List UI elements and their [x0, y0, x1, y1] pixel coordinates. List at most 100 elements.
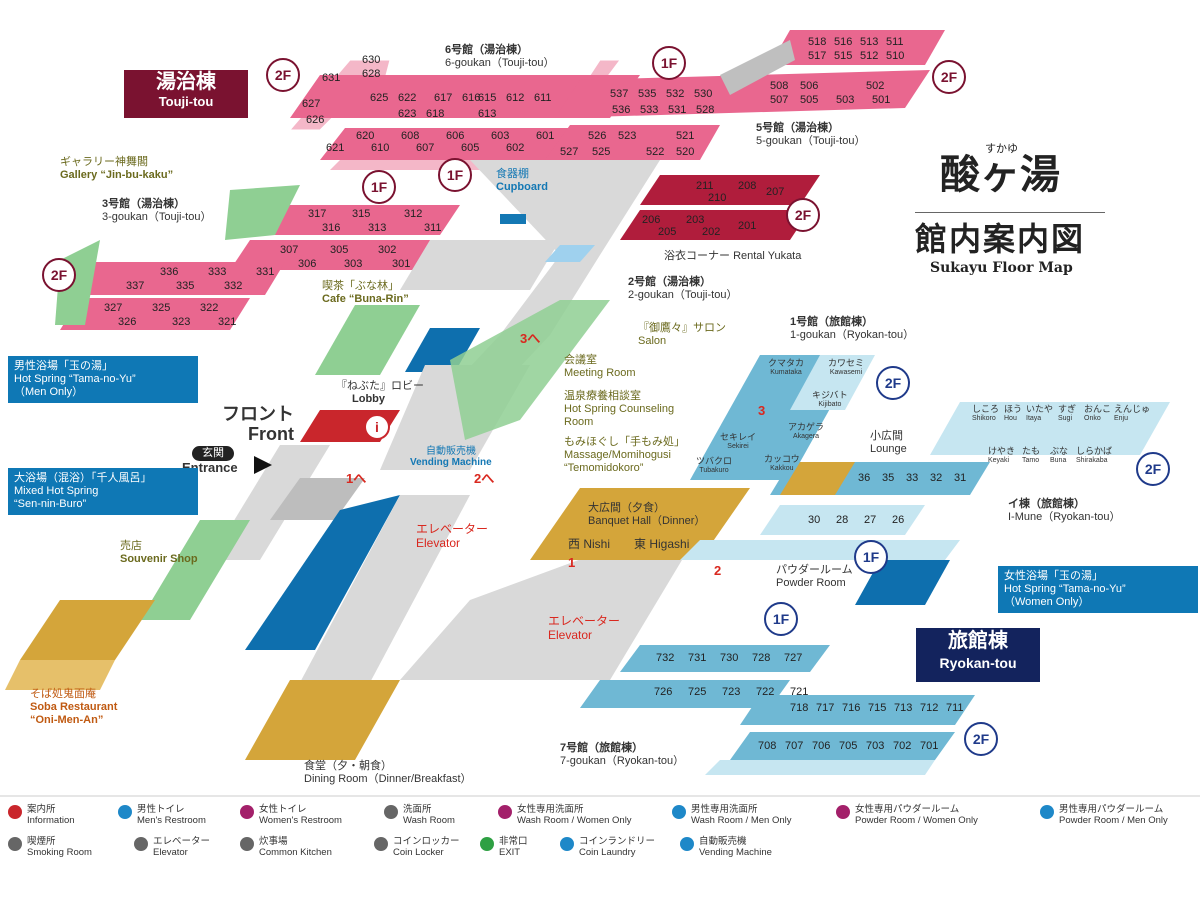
- building-7-row4: [730, 732, 955, 760]
- room-337: 337: [126, 280, 145, 292]
- legend-en: Women's Restroom: [259, 815, 342, 826]
- room-name-en: Keyaki: [988, 457, 1010, 464]
- building-2-lower: [620, 210, 810, 240]
- room-713: 713: [894, 702, 913, 714]
- room-727: 727: [784, 652, 803, 664]
- mixed-bath-en1: Mixed Hot Spring: [14, 485, 99, 497]
- room-name-jp: いたや: [1026, 404, 1054, 414]
- legend-en: Common Kitchen: [259, 847, 332, 858]
- ryokan-tou-banner: 旅館棟 Ryokan-tou: [916, 628, 1040, 682]
- room-name-en: Tubakuro: [699, 467, 729, 474]
- room-622: 622: [398, 92, 417, 104]
- legend-jp: 自動販売機: [699, 836, 747, 847]
- banquet-en: Banquet Hall（Dinner）: [588, 515, 706, 527]
- legend-jp: 非常口: [499, 836, 528, 847]
- room-name-jp: おんこ: [1084, 404, 1112, 414]
- legend-jp: 男性専用洗面所: [691, 804, 758, 815]
- legend-jp: 女性専用パウダールーム: [855, 804, 960, 815]
- room-name-jp: キジバト: [812, 390, 848, 400]
- room-name-jp: アカゲラ: [788, 422, 825, 432]
- room-716: 716: [842, 702, 861, 714]
- floor-badge-2f-imune: 2F: [1136, 452, 1170, 486]
- arrow-to-2-text: 2へ: [474, 471, 495, 486]
- ryokan-tou-jp: 旅館棟: [948, 630, 1008, 652]
- building-1-jp: 1号館（旅館棟）: [790, 316, 874, 328]
- room-536: 536: [612, 104, 631, 116]
- building-5-en: 5-goukan（Touji-tou）: [756, 135, 866, 147]
- front-jp: フロント: [222, 404, 294, 424]
- room-611: 611: [534, 92, 552, 104]
- room-507: 507: [770, 94, 789, 106]
- legend-jp: 女性トイレ: [259, 804, 307, 815]
- rental-en: Rental Yukata: [733, 250, 802, 262]
- room-701: 701: [920, 740, 939, 752]
- room-722: 722: [756, 686, 775, 698]
- gallery-jp: ギャラリー神舞閣: [60, 156, 148, 168]
- legend-jp: 男性専用パウダールーム: [1059, 804, 1164, 815]
- room-313: 313: [368, 222, 387, 234]
- room-601: 601: [536, 130, 555, 142]
- cafe-area: [315, 305, 420, 375]
- room-503: 503: [836, 94, 855, 106]
- room-628: 628: [362, 68, 381, 80]
- touji-tou-banner: 湯治棟 Touji-tou: [124, 70, 248, 118]
- building-6-jp: 6号館（湯治棟）: [445, 44, 529, 56]
- room-630: 630: [362, 54, 381, 66]
- room-532: 532: [666, 88, 685, 100]
- building-1-light: [790, 355, 875, 410]
- vending-en: Vending Machine: [410, 457, 492, 468]
- room-name-en: Kawasemi: [829, 369, 863, 376]
- brand-block: すかゆ 酸ヶ湯 館内案内図 Sukayu Floor Map: [905, 140, 1105, 285]
- room-317: 317: [308, 208, 327, 220]
- women-bath-jp: 女性浴場「玉の湯」: [1004, 570, 1103, 582]
- elevator-icon: [134, 837, 148, 851]
- room-name-en: Itaya: [1026, 415, 1042, 422]
- room-name-jp: ほう: [1004, 404, 1023, 414]
- building-2-jp: 2号館（湯治棟）: [628, 276, 712, 288]
- vending-icon: [680, 837, 694, 851]
- room-603: 603: [491, 130, 510, 142]
- powder-women-icon: [836, 805, 850, 819]
- floor-badge-1f-imune: 1F: [854, 540, 888, 574]
- legend-jp: 女性専用洗面所: [517, 804, 584, 815]
- room-203: 203: [686, 214, 705, 226]
- room-707: 707: [785, 740, 804, 752]
- soba-en2: “Oni-Men-An”: [30, 714, 104, 726]
- building-5-bridge: [720, 40, 795, 95]
- building-7-jp: 7号館（旅館棟）: [560, 742, 644, 754]
- banquet-label: 大広間（夕食）Banquet Hall（Dinner）: [588, 502, 705, 528]
- building-3-lower: [75, 262, 285, 295]
- room-name-jp: ぶな: [1050, 446, 1069, 456]
- room-210: 210: [708, 192, 727, 204]
- soba-area-2: [5, 660, 115, 690]
- cupboard-area: [500, 214, 526, 224]
- entrance-jp: 玄関: [192, 446, 234, 461]
- room-517: 517: [808, 50, 827, 62]
- room-36: 36: [858, 472, 871, 484]
- room-516: 516: [834, 36, 853, 48]
- legend-jp: 洗面所: [403, 804, 432, 815]
- meeting-en: Meeting Room: [564, 367, 636, 379]
- front-info-icon[interactable]: i: [364, 414, 390, 440]
- room-606: 606: [446, 130, 465, 142]
- legend-jp: エレベーター: [153, 836, 211, 847]
